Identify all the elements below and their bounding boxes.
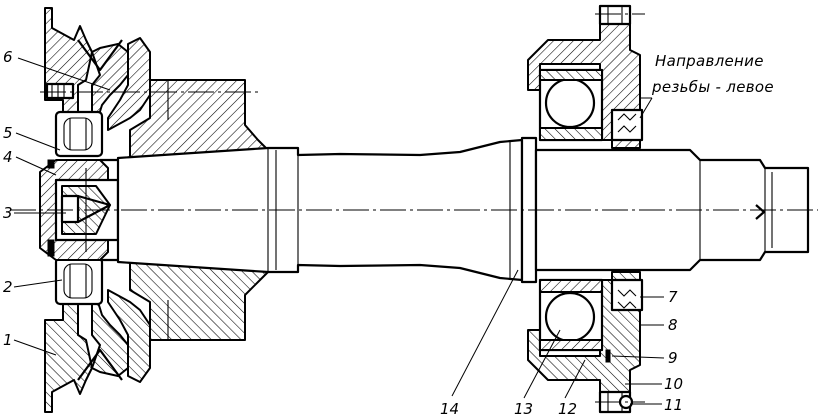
- callout-4: 4: [3, 148, 13, 166]
- callout-6: 6: [3, 48, 13, 66]
- callout-3: 3: [3, 204, 13, 222]
- note-line-1: Направление: [655, 52, 764, 70]
- callout-11: 11: [664, 396, 683, 414]
- callout-5: 5: [3, 124, 13, 142]
- callout-7: 7: [668, 288, 678, 306]
- ball-bearings: [538, 68, 604, 352]
- callout-8: 8: [668, 316, 678, 334]
- pulley: [44, 7, 151, 413]
- callout-9: 9: [668, 349, 678, 367]
- callout-12: 12: [558, 400, 577, 418]
- seals: [605, 108, 644, 363]
- leader-lines: [13, 57, 665, 405]
- callout-13: 13: [514, 400, 533, 418]
- callout-2: 2: [3, 278, 13, 296]
- callout-10: 10: [664, 375, 683, 393]
- callout-1: 1: [3, 331, 13, 349]
- note-line-2: резьбы - левое: [651, 78, 774, 96]
- callout-14: 14: [440, 400, 459, 418]
